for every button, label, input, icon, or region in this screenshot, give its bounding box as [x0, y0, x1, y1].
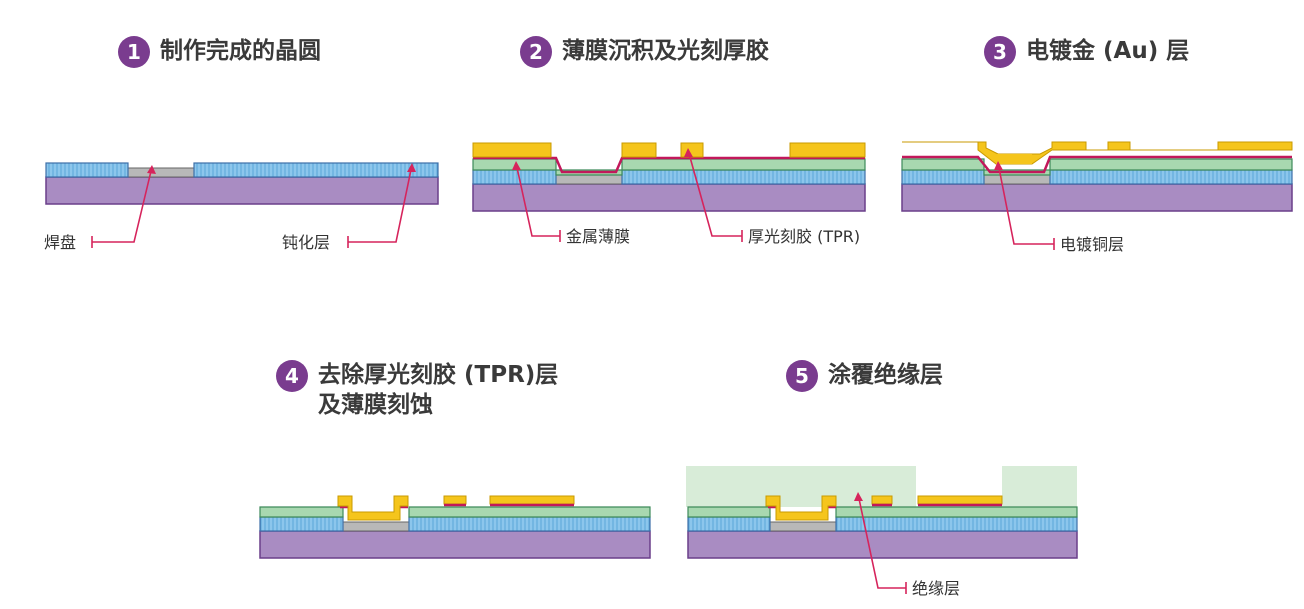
tpr-block-2 — [621, 142, 657, 158]
step-4-title-line2: 及薄膜刻蚀 — [318, 392, 433, 418]
gold-bump — [765, 495, 837, 521]
step-2-title-text: 薄膜沉积及光刻厚胶 — [562, 38, 769, 64]
step-3-badge: 3 — [984, 36, 1016, 68]
pad-layer — [555, 174, 623, 185]
passivation-label: 钝化层 — [282, 233, 330, 252]
pad-pointer — [91, 165, 156, 248]
passivation-layer-right — [193, 162, 439, 178]
step-4-title: 4 去除厚光刻胶 (TPR)层 及薄膜刻蚀 — [276, 360, 558, 420]
pad-layer — [983, 174, 1051, 185]
gold-bump — [337, 495, 409, 521]
passivation-layer-left — [45, 162, 129, 178]
step-4-cross-section — [259, 495, 651, 559]
tpr-label: 厚光刻胶 (TPR) — [748, 227, 860, 246]
step-2-badge: 2 — [520, 36, 552, 68]
passivation-layer-right — [835, 516, 1078, 532]
step-4-badge: 4 — [276, 360, 308, 392]
passivation-layer-left — [687, 516, 771, 532]
passivation-layer-right — [408, 516, 651, 532]
step-4-title-line1: 去除厚光刻胶 (TPR)层 — [318, 362, 559, 388]
insulation-layer — [686, 466, 1077, 507]
insulation-label: 绝缘层 — [912, 579, 960, 598]
step-2-cross-section — [472, 142, 866, 212]
pad-layer — [127, 167, 195, 178]
step-3-title: 3 电镀金 (Au) 层 — [984, 36, 1189, 68]
passivation-layer-left — [472, 169, 557, 185]
step-3-title-text: 电镀金 (Au) 层 — [1026, 38, 1190, 64]
substrate-layer — [259, 530, 651, 559]
pad-layer — [342, 521, 410, 532]
thin-film-top-line — [473, 156, 865, 174]
step-2-title: 2 薄膜沉积及光刻厚胶 — [520, 36, 769, 68]
substrate-layer — [472, 183, 866, 212]
passivation-pointer — [347, 163, 416, 248]
copper-label: 电镀铜层 — [1060, 235, 1124, 254]
insulation-pointer — [854, 492, 907, 594]
step-1-title: 1 制作完成的晶圆 — [118, 36, 321, 68]
step-5-cross-section — [686, 466, 1078, 559]
step-5-title-text: 涂覆绝缘层 — [828, 362, 943, 388]
passivation-layer-right — [621, 169, 866, 185]
step-1-cross-section — [45, 162, 439, 205]
step-5-title: 5 涂覆绝缘层 — [786, 360, 943, 392]
copper-plated-layer — [902, 155, 1292, 174]
tpr-block-3 — [680, 142, 704, 158]
pad-layer — [769, 521, 837, 532]
substrate-layer — [45, 176, 439, 205]
copper-pointer — [994, 161, 1055, 250]
metal-film-label: 金属薄膜 — [566, 227, 630, 246]
passivation-layer-left — [259, 516, 344, 532]
metal-film-layer — [259, 506, 651, 518]
tpr-block-1 — [472, 142, 552, 158]
gold-strip — [489, 495, 575, 505]
passivation-layer-left — [901, 169, 985, 185]
metal-film-layer — [687, 506, 1078, 518]
metal-film-pointer — [512, 161, 561, 242]
pad-label: 焊盘 — [44, 233, 76, 252]
step-1-title-text: 制作完成的晶圆 — [160, 38, 321, 64]
passivation-layer-right — [1049, 169, 1293, 185]
substrate-layer — [687, 530, 1078, 559]
tpr-pointer — [684, 148, 743, 242]
step-3-cross-section — [901, 141, 1293, 212]
gold-dot — [443, 495, 467, 505]
substrate-layer — [901, 183, 1293, 212]
step-1-badge: 1 — [118, 36, 150, 68]
gold-dot — [871, 495, 893, 505]
gold-pad-fill — [996, 154, 1032, 164]
gold-strip — [917, 495, 1003, 505]
tpr-block-4 — [789, 142, 866, 158]
step-5-badge: 5 — [786, 360, 818, 392]
